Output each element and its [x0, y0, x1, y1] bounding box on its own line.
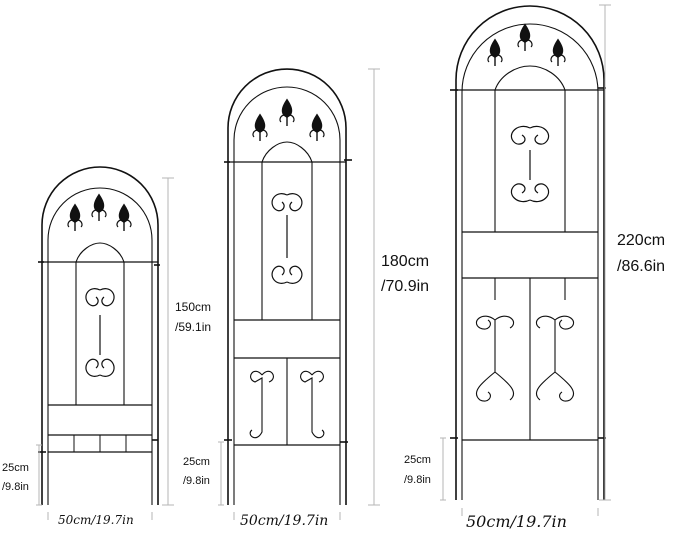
- small-width-label: 50cm/19.7in: [58, 513, 134, 527]
- trellis-medium: [224, 68, 352, 505]
- medium-stake-label: 25cm: [183, 456, 210, 468]
- medium-height-label: 180cm: [381, 253, 430, 270]
- large-height-label-in: /86.6in: [617, 258, 666, 275]
- large-stake-label-in: /9.8in: [404, 474, 431, 486]
- medium-height-label-in: /70.9in: [381, 278, 430, 295]
- trellis-small-frame: [41, 166, 159, 505]
- trellis-small: [38, 166, 160, 505]
- small-height-label: 150cm: [175, 300, 212, 314]
- small-height-label-in: /59.1in: [175, 320, 212, 334]
- medium-width-label: 50cm/19.7in: [240, 513, 329, 529]
- large-height-label: 220cm: [617, 232, 666, 249]
- small-stake-label-in: /9.8in: [2, 481, 29, 493]
- trellis-large-frame: [455, 5, 605, 500]
- large-width-label: 50cm/19.7in: [466, 512, 567, 531]
- medium-stake-label-in: /9.8in: [183, 475, 210, 487]
- trellis-large: [450, 5, 606, 500]
- large-stake-label: 25cm: [404, 454, 431, 466]
- trellis-medium-frame: [227, 68, 347, 505]
- small-stake-label: 25cm: [2, 462, 29, 474]
